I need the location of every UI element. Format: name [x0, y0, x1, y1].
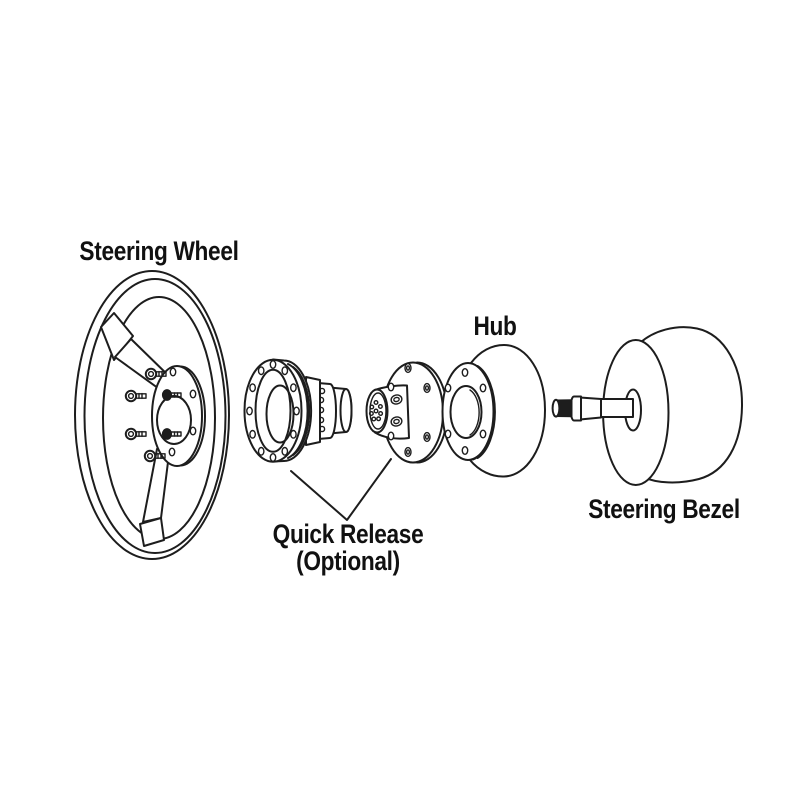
steering-bezel-drawing	[602, 326, 744, 486]
adapter-spline-dots	[368, 400, 384, 422]
quick-release-label-line1: Quick Release	[272, 519, 424, 549]
hub-label: Hub	[473, 311, 517, 341]
hub-drawing	[441, 344, 546, 478]
flange-spline-collar	[317, 382, 337, 440]
hub-bore-wall	[469, 389, 480, 436]
steering-wheel-label: Steering Wheel	[79, 236, 239, 266]
shaft-main	[599, 398, 634, 418]
wheel-spoke-foot	[139, 517, 165, 547]
shaft-tip	[556, 399, 573, 418]
flange-bore	[265, 384, 295, 444]
wheel-spoke-paddle	[100, 312, 134, 361]
flange-ring	[254, 368, 292, 453]
wheel-plate	[151, 365, 203, 467]
quick-release-label: Quick Release (Optional)	[273, 521, 424, 575]
wheel-rim-mid	[83, 278, 227, 554]
adapter-boss-face-inner	[369, 392, 387, 430]
steering-bezel-label: Steering Bezel	[588, 494, 740, 524]
hub-center-hole	[449, 385, 483, 439]
flange-end-cap-face	[339, 388, 353, 433]
wheel-rim-outer	[74, 270, 230, 560]
shaft-mid	[579, 396, 602, 421]
adapter-slot-bottom	[390, 416, 403, 427]
quick-release-adapter-drawing	[365, 361, 448, 464]
wheel-plate-edge	[179, 365, 206, 467]
steering-shaft-drawing	[551, 388, 642, 432]
adapter-slot-top	[390, 394, 403, 405]
quick-release-label-line2: (Optional)	[296, 546, 400, 576]
flange-drum-ridge2	[292, 366, 311, 456]
steering-wheel-drawing	[74, 270, 230, 560]
quick-release-flange-drawing	[243, 358, 353, 463]
quick-release-pointer-line	[290, 458, 392, 521]
